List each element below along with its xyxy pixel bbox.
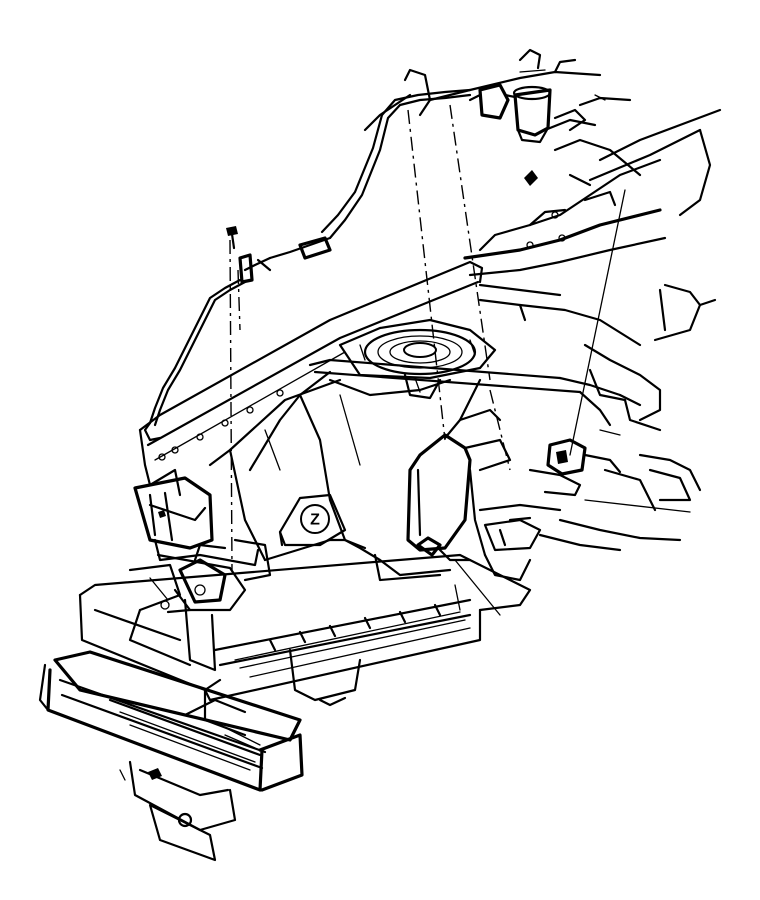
callout-z-bracket bbox=[278, 493, 347, 547]
callout-z-label: Z bbox=[310, 512, 320, 529]
lower-crossmember bbox=[78, 553, 532, 749]
right-sensor-bracket bbox=[528, 429, 702, 552]
left-inner-fender bbox=[138, 260, 484, 562]
washer-hose bbox=[143, 88, 472, 442]
tow-hook-bracket bbox=[119, 760, 237, 862]
shock-tower bbox=[308, 318, 582, 400]
callout-z: Z bbox=[300, 504, 330, 534]
washer-pump bbox=[468, 48, 587, 144]
center-structure bbox=[343, 468, 562, 611]
mounting-bolt bbox=[226, 226, 238, 250]
right-fender-panel bbox=[463, 108, 722, 432]
left-frame-rail bbox=[128, 476, 272, 672]
upper-cowl bbox=[363, 58, 632, 186]
front-bumper-beam bbox=[38, 650, 304, 792]
coolant-reservoir bbox=[406, 378, 512, 557]
leader-lines bbox=[229, 104, 691, 616]
